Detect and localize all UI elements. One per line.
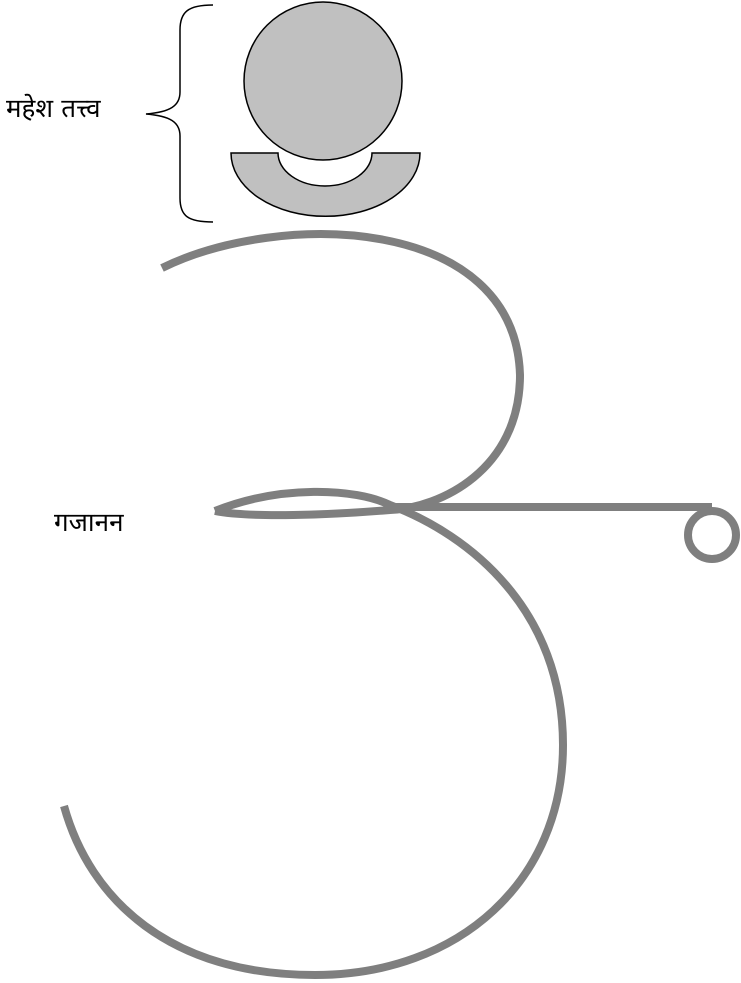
mahesh-tattva-label: महेश तत्त्व xyxy=(6,96,101,122)
om-tail-loop xyxy=(688,511,736,559)
om-upper-curve xyxy=(162,234,520,515)
curly-brace xyxy=(146,5,213,222)
bindu-circle xyxy=(244,2,402,160)
gajanan-label: गजानन xyxy=(54,510,124,536)
om-lower-curve xyxy=(64,492,563,975)
crescent-shape xyxy=(231,153,420,216)
